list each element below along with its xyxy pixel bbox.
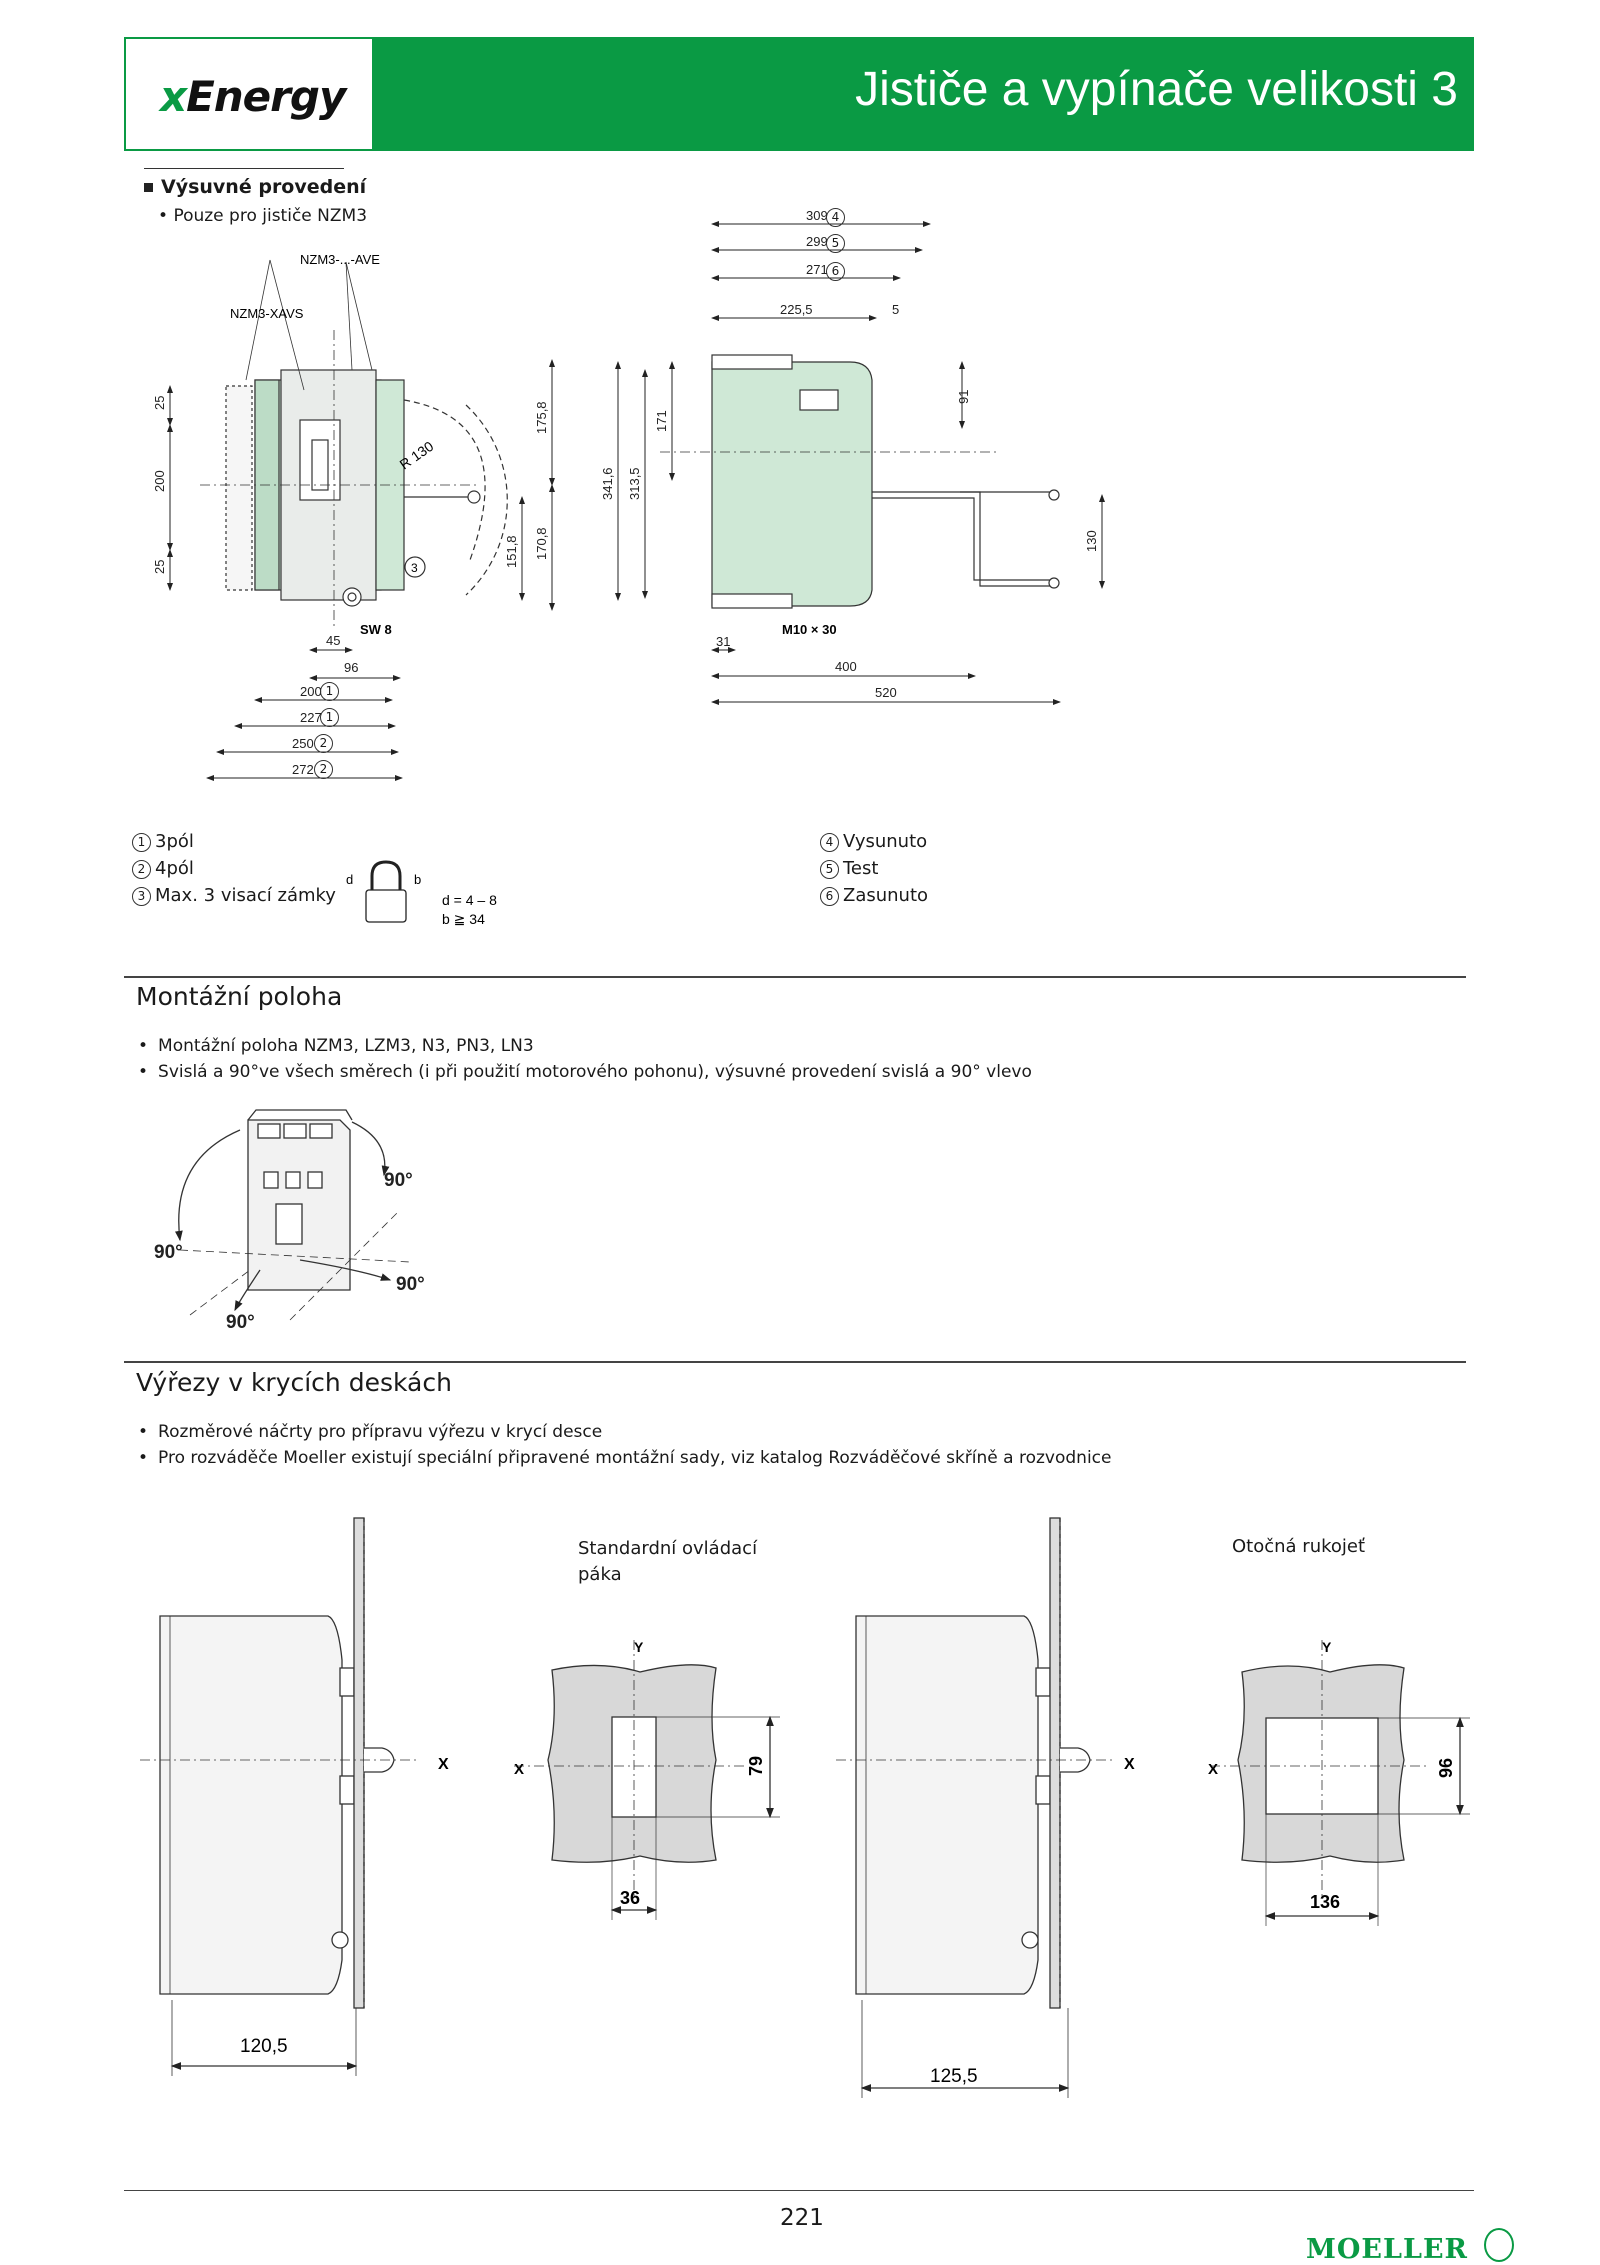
dim-400: 400 (835, 659, 857, 674)
section-rule-cutouts (124, 1361, 1466, 1363)
callout-1a: 1 (320, 682, 343, 701)
dim-130: 130 (1084, 530, 1099, 552)
moeller-emblem-icon (1484, 2228, 1515, 2262)
drawout-front-view (200, 259, 508, 630)
moeller-logo: MOELLER (1306, 2228, 1515, 2265)
cutout-side-view-1 (140, 1517, 418, 2076)
callout-5: 5 (826, 233, 849, 253)
dim-171: 171 (654, 410, 669, 432)
dim-96: 96 (344, 660, 358, 675)
dim-1708: 170,8 (534, 527, 549, 560)
fig1-label: Standardní ovládací páka (578, 1538, 758, 1585)
padlock-b: b (414, 872, 421, 887)
callout-3: 3 (411, 561, 418, 575)
dim-3416: 341,6 (600, 467, 615, 500)
callout-1b: 1 (320, 708, 343, 727)
padlock-d: d (346, 872, 353, 887)
angle-left: 90° (154, 1242, 183, 1263)
page-number: 221 (780, 2205, 824, 2231)
cutout2-width: 136 (1310, 1892, 1340, 1912)
cutout2-y-axis: Y (1322, 1639, 1332, 1655)
dim-200h: 200 (300, 684, 322, 699)
cutouts-title: Výřezy v krycích deskách (136, 1368, 452, 1397)
dim-3135: 313,5 (627, 467, 642, 500)
label-ave: NZM3-...-AVE (300, 252, 380, 267)
section-rule-mounting (124, 976, 1466, 978)
cutout1-width: 36 (620, 1888, 640, 1908)
subsection-rule (144, 168, 344, 169)
angle-right-top: 90° (384, 1170, 413, 1191)
page-title: Jističe a vypínače velikosti 3 (855, 63, 1458, 116)
dim-1518: 151,8 (504, 535, 519, 568)
cutouts-bullet-1: Rozměrové náčrty pro přípravu výřezu v k… (138, 1422, 602, 1442)
dim-25a: 25 (152, 396, 167, 410)
dim-200v: 200 (152, 470, 167, 492)
dim-91: 91 (956, 390, 971, 404)
mounting-bullet-1: Montážní poloha NZM3, LZM3, N3, PN3, LN3 (138, 1036, 534, 1056)
cutout2-depth: 125,5 (930, 2066, 978, 2087)
dim-271: 271 (806, 262, 828, 277)
cutout1-x-label: X (438, 1756, 449, 1773)
dim-272: 272 (292, 762, 314, 777)
drawout-heading: Výsuvné provedení (144, 176, 366, 198)
cutout-side-view-2 (836, 1517, 1114, 2098)
dim-25b: 25 (152, 560, 167, 574)
cutout2-x-axis: X (1208, 1761, 1218, 1778)
mounting-title: Montážní poloha (136, 982, 343, 1011)
cutout1-x-axis: X (514, 1761, 524, 1778)
dim-250: 250 (292, 736, 314, 751)
cutout2-x-label: X (1124, 1756, 1135, 1773)
callout-4: 4 (826, 207, 849, 227)
dim-5: 5 (892, 302, 899, 317)
left-dimension-lines (167, 359, 555, 781)
dim-309: 309 (806, 208, 828, 223)
padlock-d-range: d = 4 – 8 (442, 892, 497, 908)
dim-1758: 175,8 (534, 401, 549, 434)
mounting-bullet-2: Svislá a 90°ve všech směrech (i při použ… (138, 1062, 1032, 1082)
callout-2a: 2 (314, 734, 337, 753)
label-xavs: NZM3-XAVS (230, 306, 304, 321)
footer-rule (124, 2190, 1474, 2191)
fig2-label: Otočná rukojeť (1232, 1536, 1366, 1557)
dim-227: 227 (300, 710, 322, 725)
dim-2255: 225,5 (780, 302, 813, 317)
angle-right-bottom: 90° (396, 1274, 425, 1295)
xenergy-logo: xEnergy (160, 72, 346, 121)
cutout-plate-2 (1210, 1640, 1470, 1926)
mounting-illustration (175, 1109, 411, 1321)
label-m10: M10 × 30 (782, 622, 837, 637)
cutouts-bullet-2: Pro rozváděče Moeller existují speciální… (138, 1448, 1111, 1468)
cutout1-depth: 120,5 (240, 2036, 288, 2057)
drawout-side-view (660, 354, 1060, 609)
padlock-icon (365, 860, 407, 923)
right-dimension-lines (615, 221, 1105, 705)
cutout-plate-1 (514, 1640, 780, 1920)
dim-520: 520 (875, 685, 897, 700)
label-sw8: SW 8 (360, 622, 392, 637)
dim-299: 299 (806, 234, 828, 249)
cutout1-y-axis: Y (634, 1639, 644, 1655)
header-bar (372, 37, 1474, 151)
drawout-bullet: • Pouze pro jističe NZM3 (158, 206, 368, 226)
dim-31: 31 (716, 634, 730, 649)
cutout2-height: 96 (1436, 1758, 1456, 1778)
callout-2b: 2 (314, 760, 337, 779)
angle-bottom: 90° (226, 1312, 255, 1333)
callout-6: 6 (826, 261, 849, 281)
dim-45: 45 (326, 633, 340, 648)
cutout1-height: 79 (746, 1756, 766, 1776)
padlock-b-range: b ≧ 34 (442, 911, 485, 927)
